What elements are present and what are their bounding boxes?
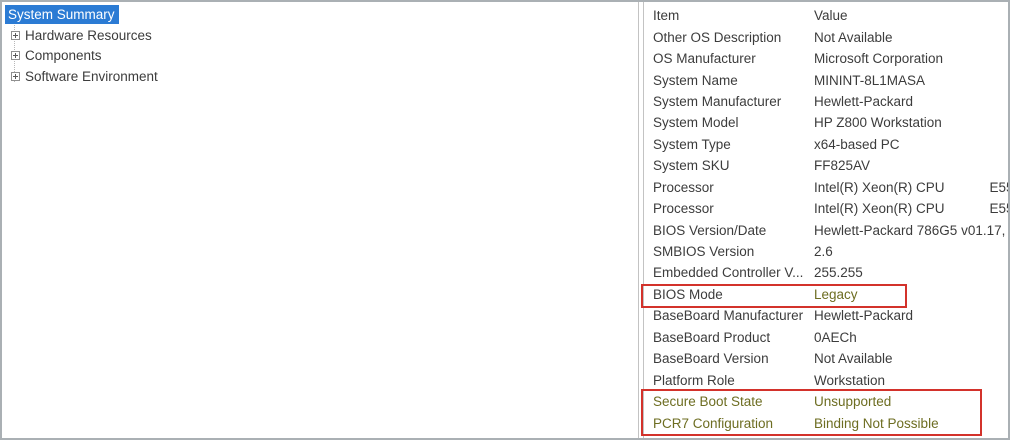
table-row[interactable]: Processor Intel(R) Xeon(R) CPU E5506 bbox=[653, 198, 1008, 219]
item-cell: Platform Role bbox=[653, 372, 735, 388]
table-row[interactable]: Processor Intel(R) Xeon(R) CPU E5506 bbox=[653, 177, 1008, 198]
item-cell: System Type bbox=[653, 136, 731, 152]
expand-plus-icon[interactable] bbox=[11, 30, 20, 40]
table-row[interactable]: BIOS Mode Legacy bbox=[653, 284, 1008, 305]
value-cell: Intel(R) Xeon(R) CPU E5506 bbox=[814, 201, 1008, 217]
item-cell: SMBIOS Version bbox=[653, 244, 755, 260]
item-cell: BIOS Version/Date bbox=[653, 222, 767, 238]
category-tree-pane: System Summary Hardware Resources Compon… bbox=[2, 2, 639, 438]
value-cell: Hewlett-Packard bbox=[814, 93, 914, 109]
value-cell: Unsupported bbox=[814, 394, 892, 410]
table-row[interactable]: Embedded Controller V... 255.255 bbox=[653, 262, 1008, 283]
column-header-value[interactable]: Value bbox=[814, 8, 848, 24]
item-cell: Secure Boot State bbox=[653, 394, 763, 410]
item-cell: BaseBoard Product bbox=[653, 329, 771, 345]
item-cell: PCR7 Configuration bbox=[653, 415, 774, 431]
table-row[interactable]: BaseBoard Product 0AECh bbox=[653, 327, 1008, 348]
item-cell: System Manufacturer bbox=[653, 93, 782, 109]
table-row[interactable]: System Model HP Z800 Workstation bbox=[653, 112, 1008, 133]
value-cell: x64-based PC bbox=[814, 136, 900, 152]
value-cell: Not Available bbox=[814, 29, 893, 45]
column-header-item[interactable]: Item bbox=[653, 8, 680, 24]
value-cell: Hewlett-Packard 786G5 v01.17, 8/ bbox=[814, 222, 1008, 238]
value-cell: FF825AV bbox=[814, 158, 871, 174]
table-row[interactable]: Platform Role Workstation bbox=[653, 369, 1008, 390]
value-cell: 255.255 bbox=[814, 265, 863, 281]
tree-item-label[interactable]: Software Environment bbox=[25, 68, 158, 84]
item-cell: OS Manufacturer bbox=[653, 51, 756, 67]
item-cell: Embedded Controller V... bbox=[653, 265, 804, 281]
value-cell: Workstation bbox=[814, 372, 886, 388]
value-cell: Microsoft Corporation bbox=[814, 51, 944, 67]
item-cell: BIOS Mode bbox=[653, 286, 723, 302]
value-cell: 0AECh bbox=[814, 329, 857, 345]
table-row[interactable]: PCR7 Configuration Binding Not Possible bbox=[653, 412, 1008, 433]
value-cell: Binding Not Possible bbox=[814, 415, 939, 431]
table-row[interactable]: Secure Boot State Unsupported bbox=[653, 391, 1008, 412]
details-pane: Item Value Other OS Description Not Avai… bbox=[643, 2, 1008, 438]
table-row[interactable]: System Manufacturer Hewlett-Packard bbox=[653, 91, 1008, 112]
tree-item-label[interactable]: Components bbox=[25, 48, 102, 64]
table-row[interactable]: System SKU FF825AV bbox=[653, 155, 1008, 176]
item-cell: Processor bbox=[653, 179, 714, 195]
table-row[interactable]: System Type x64-based PC bbox=[653, 134, 1008, 155]
item-cell: BaseBoard Manufacturer bbox=[653, 308, 804, 324]
item-cell: System Model bbox=[653, 115, 739, 131]
tree-item-system-summary[interactable]: System Summary bbox=[5, 5, 119, 24]
value-cell: 2.6 bbox=[814, 244, 833, 260]
expand-plus-icon[interactable] bbox=[11, 51, 20, 61]
item-cell: System Name bbox=[653, 72, 738, 88]
table-row[interactable]: BaseBoard Manufacturer Hewlett-Packard bbox=[653, 305, 1008, 326]
value-cell: HP Z800 Workstation bbox=[814, 115, 942, 131]
value-cell: Not Available bbox=[814, 351, 893, 367]
expand-plus-icon[interactable] bbox=[11, 71, 20, 81]
tree-root-row: System Summary bbox=[4, 5, 638, 25]
value-cell: Legacy bbox=[814, 286, 858, 302]
tree-item-label[interactable]: Hardware Resources bbox=[25, 27, 152, 43]
value-cell: MININT-8L1MASA bbox=[814, 72, 926, 88]
table-row[interactable]: Other OS Description Not Available bbox=[653, 26, 1008, 47]
table-row[interactable]: BaseBoard Version Not Available bbox=[653, 348, 1008, 369]
item-cell: Other OS Description bbox=[653, 29, 782, 45]
item-cell: System SKU bbox=[653, 158, 730, 174]
table-row[interactable]: System Name MININT-8L1MASA bbox=[653, 69, 1008, 90]
item-cell: Processor bbox=[653, 201, 714, 217]
value-cell: Hewlett-Packard bbox=[814, 308, 914, 324]
item-cell: BaseBoard Version bbox=[653, 351, 769, 367]
table-row[interactable]: BIOS Version/Date Hewlett-Packard 786G5 … bbox=[653, 219, 1008, 240]
value-cell: Intel(R) Xeon(R) CPU E5506 bbox=[814, 179, 1008, 195]
table-header-row: Item Value bbox=[653, 5, 1008, 26]
table-row[interactable]: OS Manufacturer Microsoft Corporation bbox=[653, 48, 1008, 69]
table-row[interactable]: SMBIOS Version 2.6 bbox=[653, 241, 1008, 262]
